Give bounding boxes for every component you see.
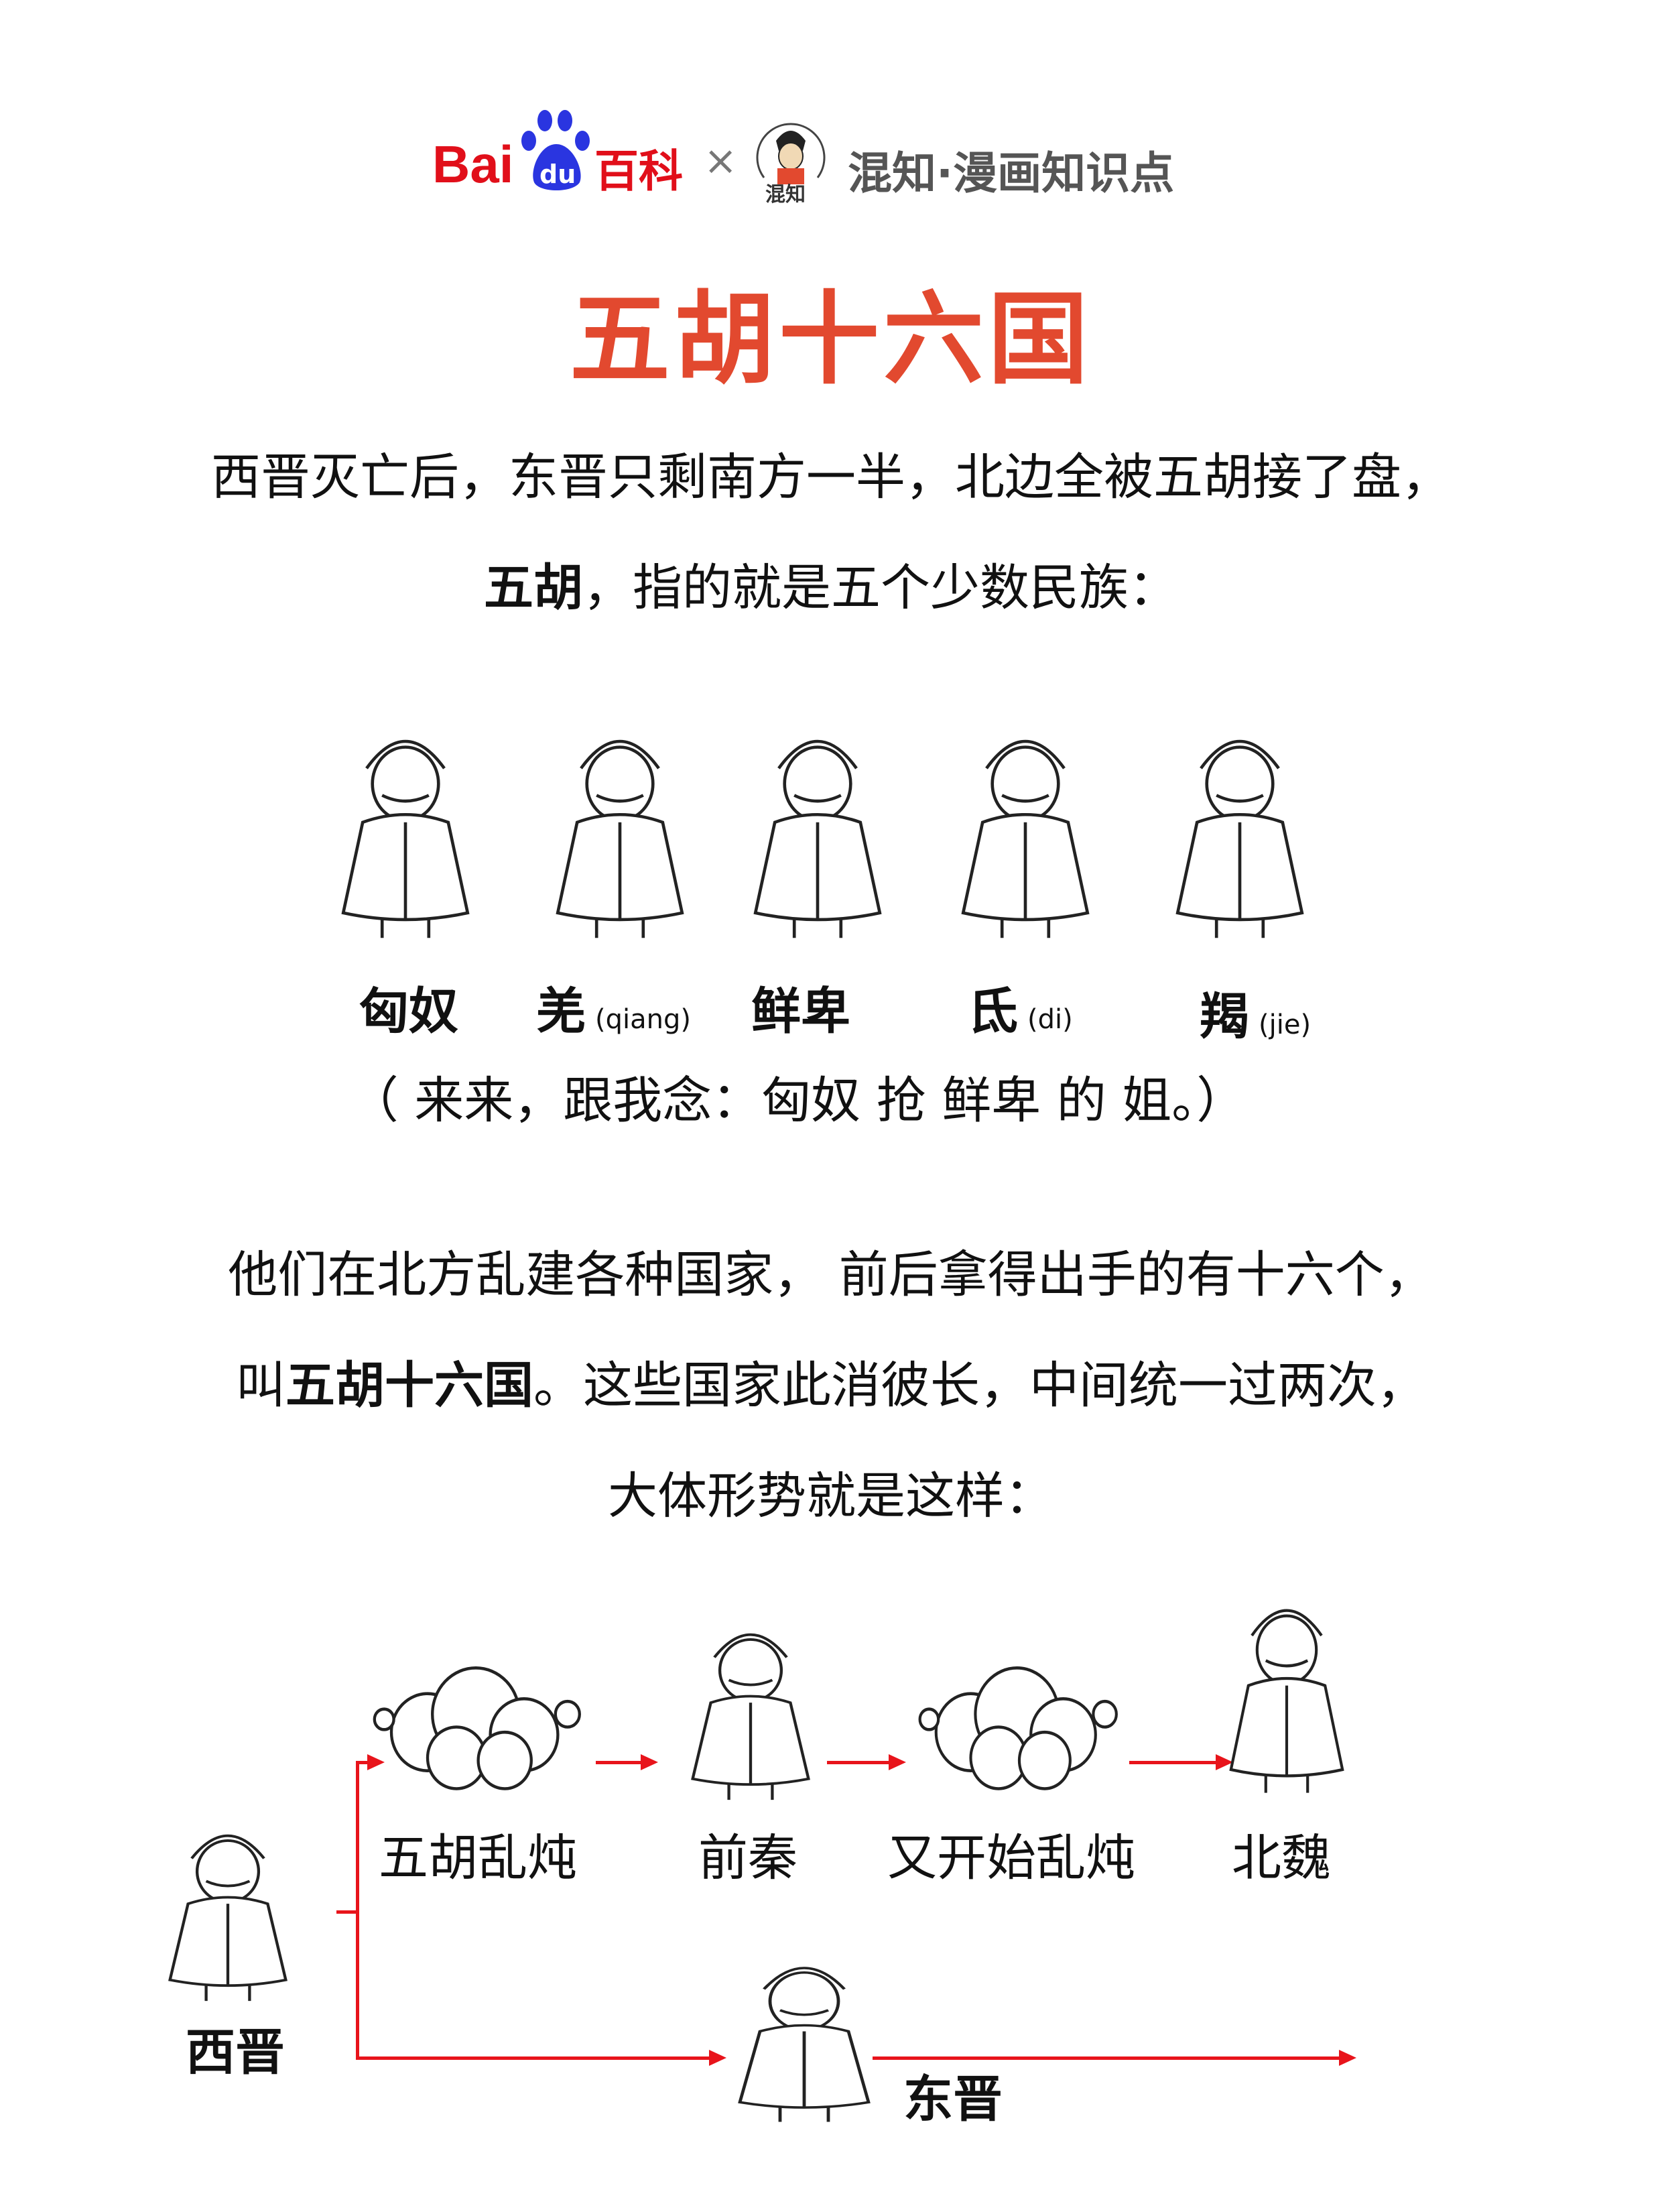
tribe-name: 氐 (968, 983, 1018, 1040)
arrowhead (889, 1754, 906, 1770)
tribe-label-di: 氐(di) (968, 987, 1073, 1036)
page-title: 五胡十六国 (569, 282, 1092, 398)
arrowhead (367, 1754, 385, 1770)
timeline-label-qianqin: 前秦 (698, 1829, 797, 1887)
tribe-pinyin: (jie) (1259, 1009, 1312, 1040)
arrowhead (709, 2050, 726, 2066)
xijin-figure-illustration (137, 1810, 318, 2004)
baidu-text: Bai (432, 135, 514, 194)
tribe-label-qiang: 羌(qiang) (536, 987, 691, 1036)
tribe-figure-di (928, 711, 1123, 942)
tribe-name: 匈奴 (359, 983, 458, 1040)
cross-sign: × (704, 137, 738, 184)
timeline-label-dongjin: 东晋 (903, 2071, 1003, 2128)
intro-line-2: 五胡，指的就是五个少数民族： (0, 563, 1662, 613)
tribe-label-xiongnu: 匈奴 (359, 987, 458, 1036)
arrow-to-qianqin (596, 1761, 643, 1764)
baike-text: 百科 (594, 145, 683, 197)
partner-title: 混知·漫画知识点 (848, 147, 1175, 199)
arrowhead (1339, 2050, 1356, 2066)
luandun-chaos-cloud-illustration (901, 1642, 1133, 1796)
timeline-label-beiwei: 北魏 (1232, 1829, 1331, 1887)
tribe-figure-jie (1143, 711, 1337, 942)
intro-rest: ，指的就是五个少数民族： (583, 559, 1178, 617)
hunzhi-avatar-text: 混知 (765, 183, 806, 206)
tribe-name: 羌 (536, 983, 586, 1040)
timeline-label-xijin: 西晋 (186, 2024, 285, 2081)
connector-west-jin (336, 1910, 359, 1914)
hunzhi-avatar-logo: 混知 (751, 111, 831, 206)
beiwei-figure-illustration (1200, 1582, 1374, 1796)
tribe-label-xianbei: 鲜卑 (751, 987, 850, 1036)
arrow-to-wuhu (356, 1761, 369, 1764)
arrow-to-dongjin (356, 2056, 711, 2060)
wuhu-chaos-cloud-illustration (355, 1642, 596, 1796)
para2-line-2: 叫五胡十六国。这些国家此消彼长，中间统一过两次， (0, 1361, 1662, 1410)
tribe-figure-xiongnu (308, 711, 503, 942)
arrowhead (641, 1754, 658, 1770)
tribe-label-jie: 羯(jie) (1200, 992, 1311, 1042)
timeline-label-wuhu: 五胡乱炖 (379, 1829, 577, 1887)
arrow-to-luandun2 (827, 1761, 891, 1764)
tribe-name: 鲜卑 (751, 983, 850, 1040)
branch-vertical (356, 1762, 359, 2060)
intro-bold: 五胡 (484, 559, 583, 617)
para2-line-3: 大体形势就是这样： (608, 1467, 1054, 1525)
qianqin-figure-illustration (660, 1609, 841, 1803)
para2-line-1: 他们在北方乱建各种国家， 前后拿得出手的有十六个， (228, 1246, 1434, 1304)
para2-pre: 叫 (236, 1357, 285, 1414)
para2-rest: 。这些国家此消彼长，中间统一过两次， (533, 1357, 1426, 1414)
tribe-pinyin: (di) (1027, 1004, 1073, 1035)
dongjin-figure-illustration (704, 1944, 905, 2125)
timeline-label-luandun: 又开始乱炖 (887, 1829, 1135, 1887)
arrow-dongjin-continue (873, 2056, 1342, 2060)
baidu-baike-logo: Bai du 百科 (432, 107, 687, 197)
baidu-du: du (539, 160, 576, 189)
tribe-pinyin: (qiang) (595, 1004, 691, 1035)
paw-icon: du (519, 107, 593, 194)
tribe-figure-xianbei (720, 711, 915, 942)
tribe-name: 羯 (1200, 988, 1249, 1046)
para2-bold: 五胡十六国 (285, 1357, 533, 1414)
mnemonic-line: （ 来来，跟我念：匈奴 抢 鲜卑 的 姐。） (348, 1072, 1246, 1129)
tribe-figure-qiang (523, 711, 717, 942)
arrow-to-beiwei (1129, 1761, 1218, 1764)
intro-line-1: 西晋灭亡后，东晋只剩南方一半，北边全被五胡接了盘， (211, 448, 1451, 506)
